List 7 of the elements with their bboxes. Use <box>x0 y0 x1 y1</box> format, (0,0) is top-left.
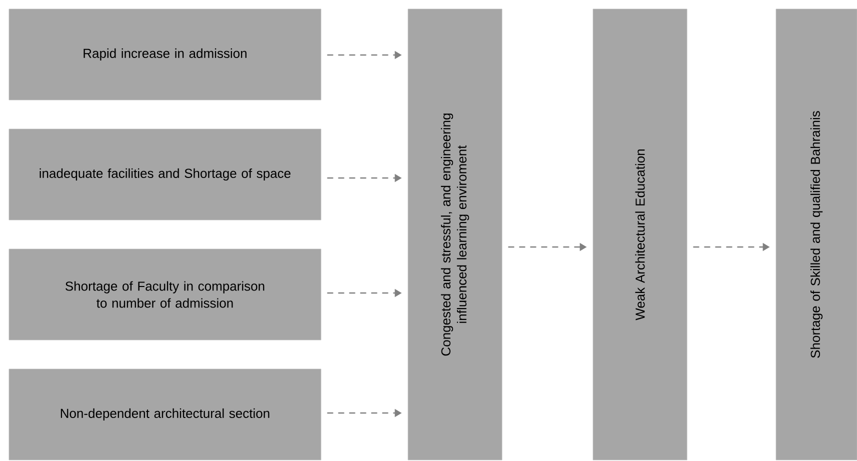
process-box: Shortage of Skilled and qualified Bahrainis <box>776 8 857 460</box>
process-box: inadequate facilities and Shortage of space <box>8 128 322 220</box>
process-box: Weak Architectural Education <box>592 8 688 460</box>
process-box: Rapid increase in admission <box>8 8 322 100</box>
process-box: Non-dependent architectural section <box>8 368 322 460</box>
process-box: Shortage of Faculty in comparison to number of admission <box>8 248 322 340</box>
process-box: Congested and stressful, and engineering influenced learning enviroment <box>408 8 502 460</box>
